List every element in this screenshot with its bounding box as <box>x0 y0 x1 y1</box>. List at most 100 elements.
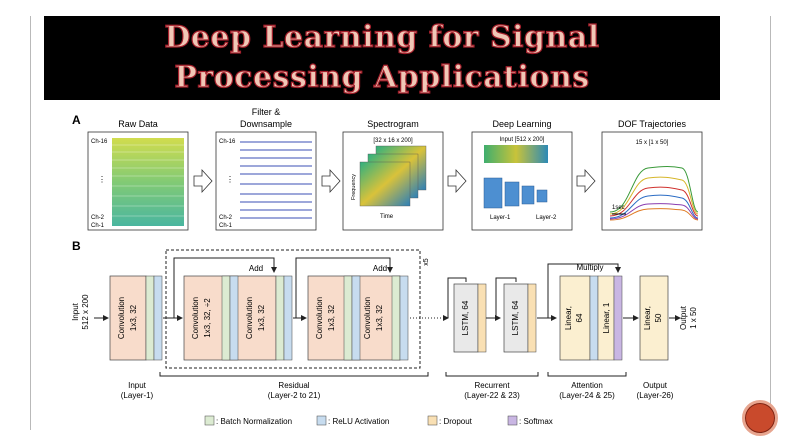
group-brackets <box>159 372 627 377</box>
raw-ellipsis: ⋮ <box>98 175 106 184</box>
input-conv-block: Convolution 1x3, 32 <box>109 275 163 361</box>
lstm-block-1: LSTM, 64 <box>447 277 487 353</box>
filter-ch1: Ch-1 <box>219 223 233 229</box>
legend: : Batch Normalization : ReLU Activation … <box>204 415 553 426</box>
raw-data-title: Raw Data <box>118 119 158 129</box>
dof-scale-label: 1sec <box>612 205 625 211</box>
arrow-filter-to-spectrogram <box>321 168 341 194</box>
legend-softmax-swatch <box>507 415 518 426</box>
raw-data-traces <box>112 144 184 217</box>
dof-title: DOF Trajectories <box>618 119 687 129</box>
linear2-label: Linear, 1 <box>602 302 611 333</box>
stage-spectrogram: Spectrogram [32 x 16 x 200] Frequency Ti… <box>342 119 444 231</box>
filter-ch16: Ch-16 <box>219 139 236 145</box>
add-label-1: Add <box>249 264 263 273</box>
output-block: Linear, 50 <box>639 275 669 361</box>
dl-layer1: Layer-1 <box>490 215 511 221</box>
legend-bn-label: : Batch Normalization <box>216 417 292 426</box>
multiply-label: Multiply <box>576 263 603 272</box>
spectrogram-dims: [32 x 16 x 200] <box>373 138 413 144</box>
residual-block-1: Convolution 1x3, 32, ÷2 Convolution 1x3,… <box>173 257 293 361</box>
res1-conv-label: Convolution <box>191 297 200 339</box>
slide-title: Deep Learning for Signal Processing Appl… <box>44 18 720 98</box>
linear-out-label: Linear, <box>643 306 652 330</box>
network-output-dims: 1 x 50 <box>689 307 698 329</box>
slide-decoration-circle <box>742 400 778 436</box>
dl-layer2: Layer-2 <box>536 215 557 221</box>
linear1-sub: 64 <box>575 313 584 322</box>
dl-title: Deep Learning <box>492 119 551 129</box>
arrow-raw-to-filter <box>193 168 213 194</box>
filter-title-2: Downsample <box>240 119 292 129</box>
dl-input: Input [512 x 200] <box>500 137 545 143</box>
res1-conv-sub: 1x3, 32, ÷2 <box>203 298 212 338</box>
add-label-2: Add <box>373 264 387 273</box>
raw-ch16: Ch-16 <box>91 139 108 145</box>
dof-curves <box>609 166 699 221</box>
spectrogram-title: Spectrogram <box>367 119 419 129</box>
network-input-dims: 512 x 200 <box>81 294 90 330</box>
lstm1-label: LSTM, 64 <box>461 300 470 335</box>
group-attention-name: Attention <box>571 381 603 390</box>
res4-conv-label: Convolution <box>363 297 372 339</box>
legend-relu-swatch <box>316 415 327 426</box>
legend-softmax-label: : Softmax <box>519 417 553 426</box>
group-residual-sub: (Layer-2 to 21) <box>268 391 321 400</box>
slide-title-line2: Processing Applications <box>174 59 590 95</box>
raw-data-signals <box>112 138 184 226</box>
residual-block-2: Convolution 1x3, 32 Convolution 1x3, 32 … <box>295 257 409 361</box>
attention-block: Linear, 64 Linear, 1 Multiply <box>547 263 623 361</box>
arrow-dl-to-dof <box>576 168 596 194</box>
spectrogram-layer-front <box>359 161 411 207</box>
stage-filter: Filter & Downsample Ch-16 ⋮ Ch-2 Ch-1 <box>215 107 317 231</box>
legend-dropout-swatch <box>427 415 438 426</box>
stage-raw-data: Raw Data Ch-16 ⋮ Ch-2 Ch-1 <box>87 119 189 231</box>
res4-conv-sub: 1x3, 32 <box>375 304 384 331</box>
spectrogram-y-axis: Frequency <box>351 174 357 200</box>
slide-title-line1: Deep Learning for Signal <box>164 19 600 55</box>
lstm2-label: LSTM, 64 <box>511 300 520 335</box>
group-output-name: Output <box>643 381 668 390</box>
filter-traces <box>240 141 312 219</box>
group-output-sub: (Layer-26) <box>637 391 674 400</box>
group-recurrent-name: Recurrent <box>474 381 510 390</box>
input-conv-label: Convolution <box>117 297 126 339</box>
filter-ellipsis: ⋮ <box>226 175 234 184</box>
res3-conv-sub: 1x3, 32 <box>327 304 336 331</box>
legend-dropout-label: : Dropout <box>439 417 473 426</box>
network-input-label: Input <box>71 302 80 321</box>
group-residual-name: Residual <box>278 381 309 390</box>
spectrogram-x-axis: Time <box>380 214 394 220</box>
group-attention-sub: (Layer-24 & 25) <box>559 391 615 400</box>
dof-frame <box>601 131 703 231</box>
arrow-spectrogram-to-dl <box>447 168 467 194</box>
residual-repeat-label: x5 <box>423 258 430 266</box>
raw-ch1: Ch-1 <box>91 223 105 229</box>
filter-ch2: Ch-2 <box>219 215 233 221</box>
panel-a-label: A <box>72 113 81 127</box>
dl-layer-blocks <box>483 177 548 209</box>
stage-deep-learning: Deep Learning Input [512 x 200] Layer-1 … <box>471 119 573 231</box>
legend-relu-label: : ReLU Activation <box>328 417 389 426</box>
group-input-sub: (Layer-1) <box>121 391 154 400</box>
res3-conv-label: Convolution <box>315 297 324 339</box>
network-output-label: Output <box>679 305 688 330</box>
lstm-block-2: LSTM, 64 <box>495 277 537 353</box>
left-border-line <box>30 16 31 430</box>
title-banner: Deep Learning for Signal Processing Appl… <box>44 16 720 100</box>
right-border-line <box>770 16 771 430</box>
filter-title-1: Filter & <box>252 107 281 117</box>
res2-conv-sub: 1x3, 32 <box>257 304 266 331</box>
raw-ch2: Ch-2 <box>91 215 105 221</box>
linear1-label: Linear, <box>564 306 573 330</box>
filter-frame <box>215 131 317 231</box>
stage-dof-trajectories: DOF Trajectories 15 x [1 x 50] 1sec <box>601 119 703 231</box>
input-conv-sub: 1x3, 32 <box>129 304 138 331</box>
panel-b-label: B <box>72 239 81 253</box>
dl-input-strip <box>484 145 548 163</box>
residual-repeat-box <box>165 249 421 369</box>
legend-bn-swatch <box>204 415 215 426</box>
group-recurrent-sub: (Layer-22 & 23) <box>464 391 520 400</box>
dof-dims: 15 x [1 x 50] <box>636 140 669 146</box>
